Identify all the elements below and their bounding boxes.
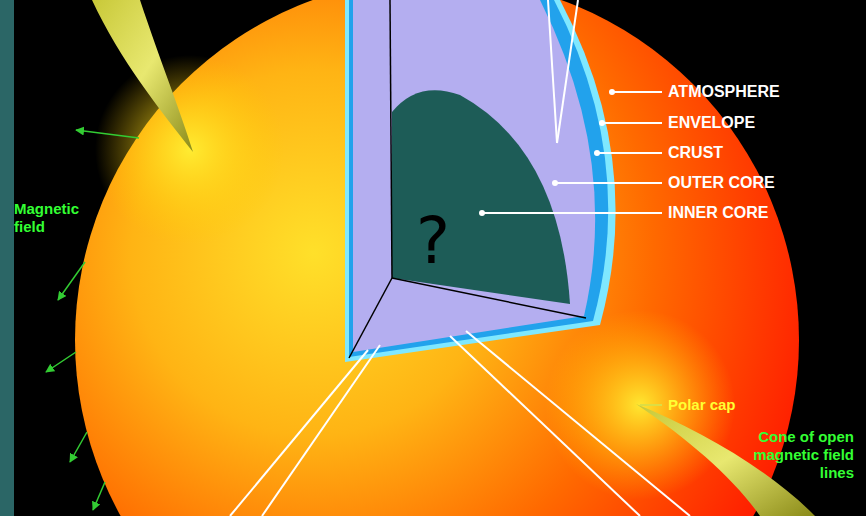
layer-label: ENVELOPE xyxy=(668,114,755,132)
unknown-mark-box: ? xyxy=(416,206,450,276)
open-field-cone xyxy=(92,0,193,152)
polar-cap-label-box: Polar cap xyxy=(668,396,736,414)
outer-core-layer xyxy=(353,0,595,352)
polar-cap-label: Polar cap xyxy=(668,396,736,414)
layer-label: ATMOSPHERE xyxy=(668,83,780,101)
field-label: Magnetic field xyxy=(14,200,86,236)
guide-line xyxy=(262,345,380,516)
leader-line xyxy=(640,404,662,406)
guide-line xyxy=(557,0,578,143)
layer-label: OUTER CORE xyxy=(668,174,775,192)
layer-label-box: ATMOSPHERE xyxy=(668,83,780,101)
guide-line xyxy=(230,350,368,516)
envelope-layer xyxy=(345,0,616,362)
layer-label-box: CRUST xyxy=(668,144,723,162)
leader-line xyxy=(602,122,662,124)
crust-layer xyxy=(349,0,608,357)
layer-label: INNER CORE xyxy=(668,204,768,222)
cut-edge xyxy=(390,0,392,278)
cone-label: Cone of open magnetic field lines xyxy=(729,428,854,482)
leader-line xyxy=(597,152,662,154)
leader-line xyxy=(482,212,662,214)
field-arrow xyxy=(93,482,105,510)
cut-edge xyxy=(392,278,586,318)
guide-line xyxy=(450,336,640,516)
layer-label-box: OUTER CORE xyxy=(668,174,775,192)
layer-label: CRUST xyxy=(668,144,723,162)
field-arrow xyxy=(46,352,76,372)
field-label-box: Magnetic field xyxy=(14,200,86,236)
field-arrow xyxy=(58,262,85,300)
cut-edge xyxy=(349,278,392,358)
inner-core-layer xyxy=(392,90,570,304)
leader-dot xyxy=(599,120,605,126)
leader-dot xyxy=(594,150,600,156)
leader-line xyxy=(612,91,662,93)
slide-border xyxy=(0,0,14,516)
polar-cap-glow xyxy=(545,310,735,500)
field-arrow xyxy=(70,432,87,462)
polar-cap-glow xyxy=(95,55,285,245)
leader-dot xyxy=(552,180,558,186)
unknown-mark: ? xyxy=(416,206,450,276)
guide-line xyxy=(548,0,557,143)
layer-label-box: INNER CORE xyxy=(668,204,768,222)
cone-label-box: Cone of open magnetic field lines xyxy=(729,428,854,482)
leader-dot xyxy=(609,89,615,95)
layer-label-box: ENVELOPE xyxy=(668,114,755,132)
leader-line xyxy=(555,182,662,184)
leader-dot xyxy=(479,210,485,216)
field-arrow xyxy=(76,130,139,138)
guide-line xyxy=(466,331,690,516)
